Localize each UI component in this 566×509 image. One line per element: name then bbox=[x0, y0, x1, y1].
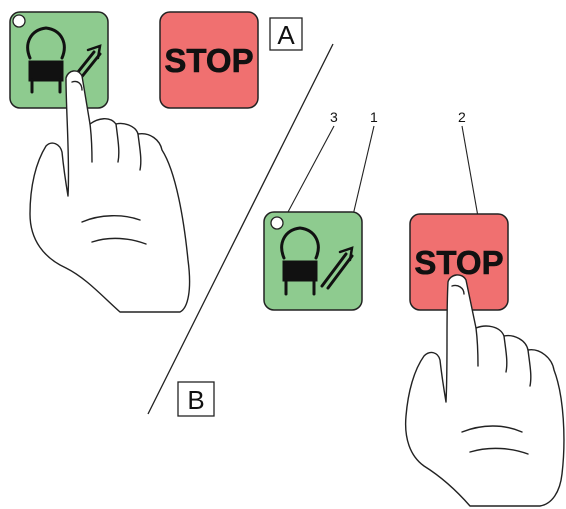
panel-label-a-box: A bbox=[269, 17, 303, 51]
callout-1: 1 bbox=[370, 109, 378, 125]
panel-label-a: A bbox=[277, 20, 295, 50]
panel-label-b-box: B bbox=[177, 381, 215, 417]
start-button-a[interactable] bbox=[9, 11, 109, 109]
panel-divider-line bbox=[147, 43, 334, 415]
machine-start-icon bbox=[280, 226, 354, 296]
callout-leaders bbox=[287, 125, 481, 229]
callout-leader-2 bbox=[461, 125, 481, 229]
callout-2: 2 bbox=[458, 109, 466, 125]
hand-pressing-stop-b bbox=[404, 274, 565, 507]
stop-button-b[interactable]: STOP bbox=[409, 213, 509, 311]
callout-leader-3 bbox=[287, 125, 335, 213]
stop-button-a[interactable]: STOP bbox=[159, 11, 259, 109]
stop-button-b-label: STOP bbox=[414, 244, 503, 281]
callout-leader-1 bbox=[349, 125, 375, 229]
indicator-lamp-icon bbox=[12, 14, 26, 28]
stop-button-a-label: STOP bbox=[164, 42, 253, 79]
start-button-b[interactable] bbox=[263, 211, 363, 311]
panel-a: STOP A bbox=[9, 11, 303, 313]
panel-b: 3 1 2 STOP B bbox=[177, 109, 565, 507]
panel-label-b: B bbox=[187, 385, 204, 415]
indicator-lamp-icon bbox=[270, 216, 284, 230]
hand-pressing-start-a bbox=[29, 70, 191, 313]
callout-3: 3 bbox=[330, 109, 338, 125]
